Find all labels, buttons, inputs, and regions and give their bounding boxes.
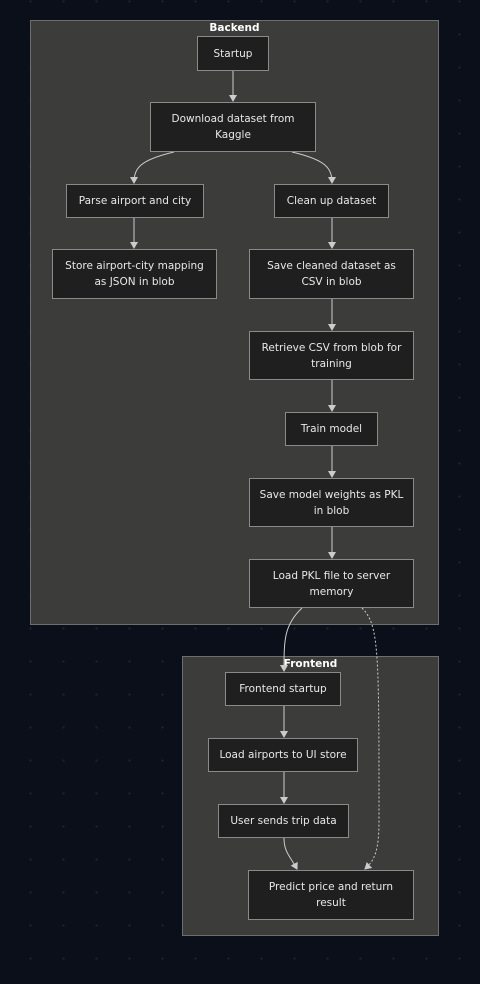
node-load-airports: Load airports to UI store	[208, 738, 358, 772]
node-clean-up-dataset: Clean up dataset	[274, 184, 389, 218]
edge-user-predict	[283, 837, 298, 870]
node-save-cleaned: Save cleaned dataset as CSV in blob	[249, 249, 414, 299]
node-download-dataset: Download dataset from Kaggle	[150, 102, 316, 152]
node-train-model: Train model	[285, 412, 378, 446]
backend-cluster-title: Backend	[209, 22, 260, 34]
edge-download-parse	[130, 151, 175, 184]
frontend-cluster-title: Frontend	[283, 658, 338, 670]
edge-loadpkl-frontend	[280, 607, 303, 672]
edge-download-clean	[291, 151, 336, 184]
node-predict-price: Predict price and return result	[248, 870, 414, 920]
node-user-sends-trip: User sends trip data	[218, 804, 349, 838]
node-store-mapping: Store airport-city mapping as JSON in bl…	[52, 249, 217, 299]
node-parse-airport-city: Parse airport and city	[66, 184, 204, 218]
node-save-weights: Save model weights as PKL in blob	[249, 478, 414, 527]
node-retrieve-csv: Retrieve CSV from blob for training	[249, 331, 414, 380]
node-frontend-startup: Frontend startup	[225, 672, 341, 706]
node-startup: Startup	[197, 36, 269, 71]
node-load-pkl: Load PKL file to server memory	[249, 559, 414, 608]
edge-loadpkl-predict	[361, 607, 380, 870]
